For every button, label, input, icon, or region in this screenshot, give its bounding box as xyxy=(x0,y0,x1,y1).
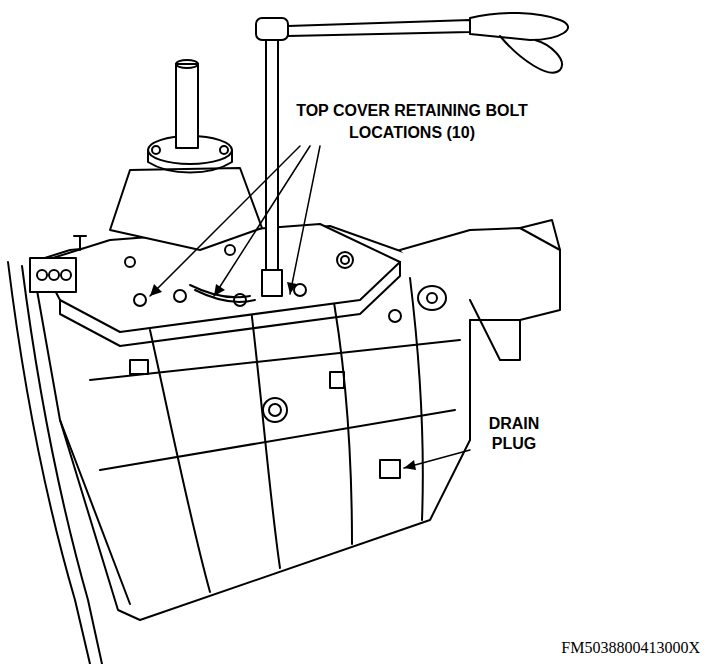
case-body xyxy=(60,420,130,604)
ratchet-wrench xyxy=(470,13,568,40)
top-cover xyxy=(337,252,353,268)
ratchet-wrench xyxy=(266,34,278,274)
drain-plug xyxy=(380,460,400,478)
case-body xyxy=(330,280,352,544)
leader-lines xyxy=(214,146,310,296)
ratchet-wrench xyxy=(262,270,282,296)
shift-tower xyxy=(176,64,198,148)
shift-tower xyxy=(148,150,232,173)
top-cover xyxy=(195,290,255,302)
top-cover xyxy=(294,284,306,296)
top-cover xyxy=(174,290,186,302)
extension-housing xyxy=(470,300,520,360)
case-body xyxy=(130,360,148,374)
ratchet-wrench xyxy=(256,18,288,40)
case-body xyxy=(410,278,423,520)
arrowheads xyxy=(404,460,416,470)
arrowheads xyxy=(150,282,416,470)
arrowheads xyxy=(287,282,297,294)
extension-housing xyxy=(389,310,401,322)
shift-tower xyxy=(176,60,198,68)
top-cover xyxy=(61,270,71,280)
extension-housing xyxy=(418,286,446,310)
callout-label: TOP COVER RETAINING BOLT LOCATIONS (10) xyxy=(296,100,528,144)
extension-housing xyxy=(520,220,560,250)
drain-plug xyxy=(380,460,400,478)
extension-housing xyxy=(389,220,560,360)
case-body xyxy=(269,404,281,416)
top-cover xyxy=(37,270,47,280)
top-cover xyxy=(125,257,135,267)
top-cover xyxy=(341,256,349,264)
leader-lines xyxy=(150,146,470,468)
extension-housing xyxy=(427,293,437,303)
top-cover xyxy=(225,245,235,255)
shift-tower xyxy=(74,236,86,250)
top-cover xyxy=(49,270,59,280)
shift-tower xyxy=(152,146,160,154)
shift-tower xyxy=(110,168,262,250)
shift-tower xyxy=(220,146,228,154)
leader-lines xyxy=(150,146,300,296)
shift-tower xyxy=(74,60,262,250)
figure-code: FM5038800413000X xyxy=(516,638,700,658)
arrowheads xyxy=(150,284,162,296)
top-cover xyxy=(60,262,400,346)
case-body xyxy=(263,398,287,422)
case-body xyxy=(330,372,344,388)
top-cover xyxy=(134,294,146,306)
ratchet-wrench xyxy=(500,36,562,73)
case-body xyxy=(250,300,280,568)
ratchet-wrench xyxy=(288,20,470,36)
callout-label: DRAIN PLUG xyxy=(474,414,554,454)
top-cover xyxy=(30,258,76,292)
top-cover xyxy=(234,294,246,306)
case-body xyxy=(90,340,460,380)
arrowheads xyxy=(214,284,225,296)
extension-housing xyxy=(400,228,560,320)
leader-lines xyxy=(290,146,320,294)
ratchet-wrench xyxy=(256,13,568,296)
